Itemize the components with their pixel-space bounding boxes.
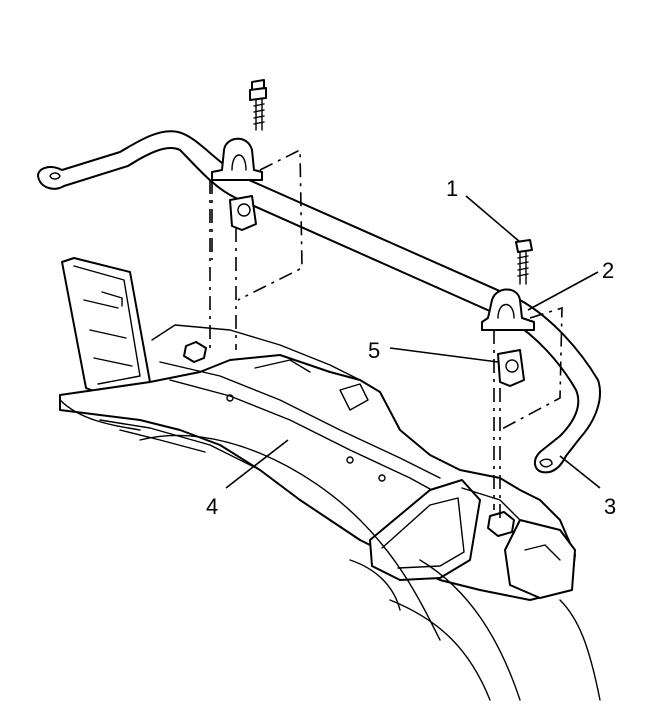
bolt-item-1 xyxy=(515,239,533,285)
frame-crossmember xyxy=(59,257,601,701)
left-clamp-bolt xyxy=(249,79,267,131)
leader-1 xyxy=(465,195,521,243)
clamp-item-2 xyxy=(481,288,535,331)
callout-5: 5 xyxy=(368,338,380,363)
callout-4: 4 xyxy=(206,494,218,519)
callout-2: 2 xyxy=(602,258,614,283)
callout-1: 1 xyxy=(446,176,458,201)
callout-3: 3 xyxy=(604,494,616,519)
stabilizer-bar xyxy=(37,130,601,474)
left-bushing-clamp xyxy=(211,137,263,231)
bushing-item-5 xyxy=(497,349,525,387)
leader-2 xyxy=(527,271,599,311)
leader-4 xyxy=(225,439,289,489)
leader-5 xyxy=(389,347,499,363)
leader-3 xyxy=(559,455,601,489)
